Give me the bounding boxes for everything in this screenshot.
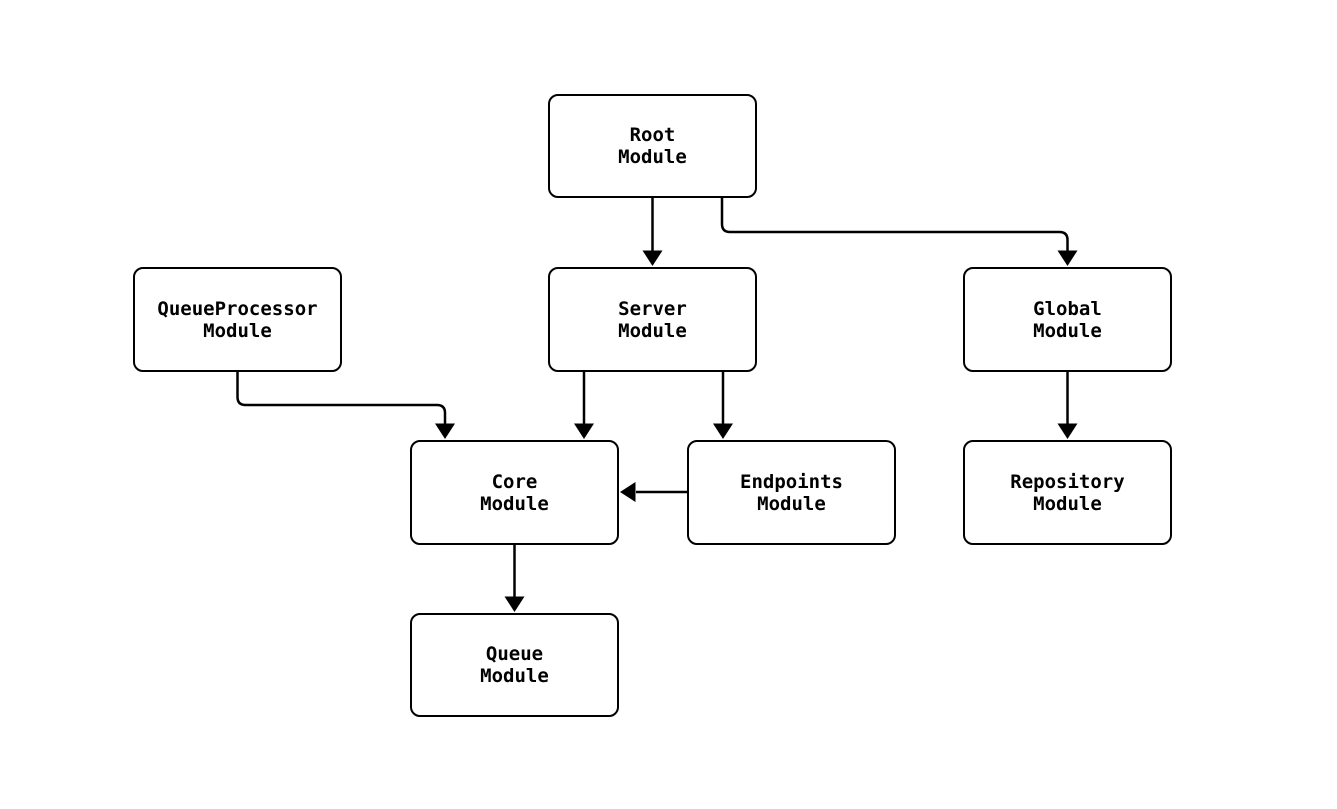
node-server-module: Server Module (548, 267, 757, 372)
edge-server-to-endpoints (713, 372, 733, 439)
node-endpoints-module: Endpoints Module (687, 440, 896, 545)
node-endpoints-module-label: Endpoints Module (740, 470, 843, 515)
node-core-module: Core Module (410, 440, 619, 545)
node-core-module-label: Core Module (480, 470, 549, 515)
edge-root-to-server (642, 198, 663, 266)
node-root-module: Root Module (548, 94, 757, 198)
node-global-module: Global Module (963, 267, 1172, 372)
node-queueprocessor-module: QueueProcessor Module (133, 267, 342, 372)
edge-root-to-global (720, 198, 1078, 266)
node-server-module-label: Server Module (618, 297, 687, 342)
edge-server-to-core (574, 372, 594, 439)
node-queueprocessor-module-label: QueueProcessor Module (157, 297, 318, 342)
node-global-module-label: Global Module (1033, 297, 1102, 342)
edge-endpoints-to-core (620, 482, 687, 502)
node-root-module-label: Root Module (618, 124, 687, 168)
node-repository-module-label: Repository Module (1010, 470, 1125, 515)
node-repository-module: Repository Module (963, 440, 1172, 545)
edge-global-to-repository (1057, 372, 1078, 439)
edge-core-to-queue (504, 545, 525, 612)
edge-queueprocessor-to-core (236, 372, 455, 439)
node-queue-module: Queue Module (410, 613, 619, 717)
node-queue-module-label: Queue Module (480, 643, 549, 687)
